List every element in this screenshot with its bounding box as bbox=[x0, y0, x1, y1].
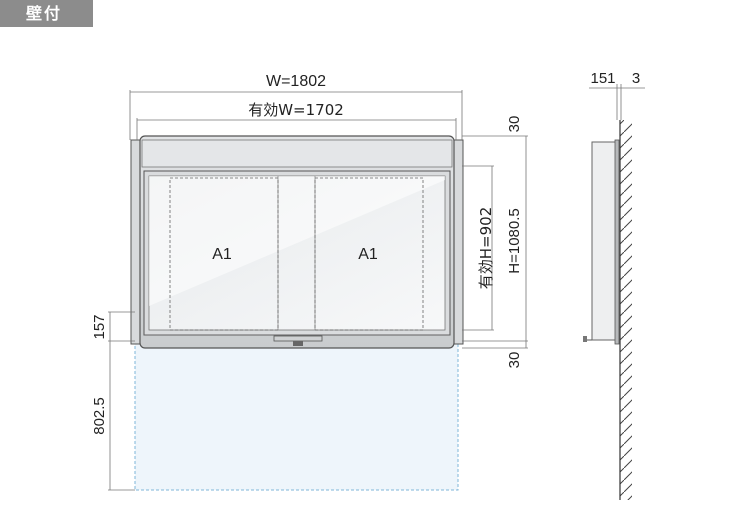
notice-board-front bbox=[130, 135, 464, 349]
left-lower-label: 802.5 bbox=[91, 397, 108, 435]
overall-width-label: W=1802 bbox=[266, 73, 326, 90]
panel-label-right: A1 bbox=[358, 246, 378, 263]
side-gap-label: 3 bbox=[632, 70, 640, 87]
side-elevation bbox=[583, 84, 645, 500]
effective-height-label: 有効H=902 bbox=[477, 207, 495, 289]
left-dimension-lines bbox=[108, 311, 135, 491]
panel-label-left: A1 bbox=[212, 246, 232, 263]
height-dimension-lines bbox=[462, 135, 528, 349]
effective-width-label: 有効W=1702 bbox=[248, 101, 344, 119]
top-margin-label: 30 bbox=[506, 116, 523, 133]
bottom-margin-label: 30 bbox=[506, 352, 523, 369]
mounting-type-tag: 壁付 bbox=[0, 0, 93, 27]
width-dimension-lines bbox=[129, 90, 463, 140]
overall-height-label: H=1080.5 bbox=[506, 208, 523, 273]
side-depth-label: 151 bbox=[590, 70, 615, 87]
left-upper-label: 157 bbox=[91, 314, 108, 339]
